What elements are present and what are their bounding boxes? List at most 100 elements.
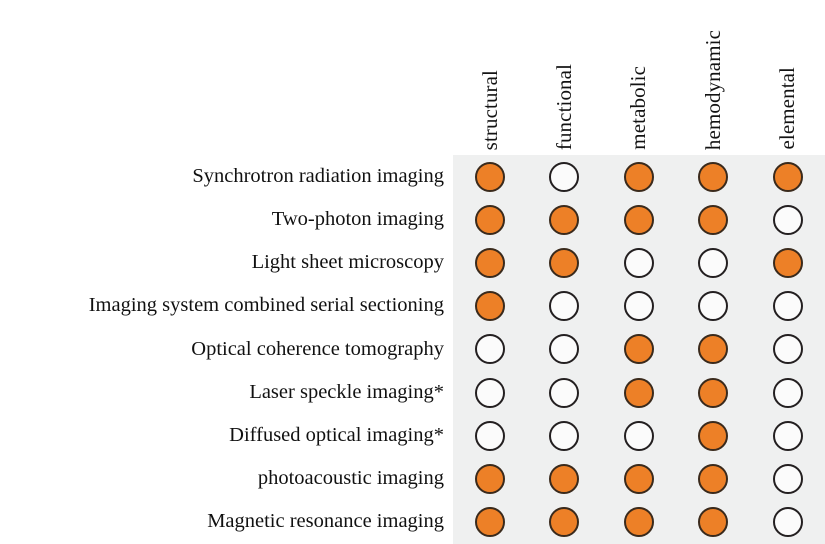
matrix-cell (676, 155, 750, 198)
empty-circle-icon (772, 420, 803, 451)
filled-circle-icon (698, 334, 729, 365)
matrix-cell (527, 241, 601, 284)
empty-circle-icon (623, 247, 654, 278)
empty-circle-icon (475, 420, 505, 451)
matrix-cell (453, 414, 527, 457)
filled-circle-icon (623, 377, 654, 408)
matrix-cell (602, 285, 676, 328)
matrix-cell (453, 198, 527, 241)
column-header-structural: structural (453, 0, 527, 150)
matrix-cell (602, 457, 676, 500)
empty-circle-icon (549, 161, 580, 192)
row-label: Synchrotron radiation imaging (192, 164, 444, 187)
empty-circle-icon (549, 291, 580, 322)
matrix-row (453, 457, 825, 500)
filled-circle-icon (623, 334, 654, 365)
column-header-hemodynamic: hemodynamic (676, 0, 750, 150)
matrix-cell (676, 198, 750, 241)
column-header-label: functional (551, 63, 576, 150)
matrix-cell (751, 155, 825, 198)
column-header-label: elemental (775, 67, 800, 150)
empty-circle-icon (698, 291, 729, 322)
matrix-cell (527, 371, 601, 414)
filled-circle-icon (549, 247, 580, 278)
matrix-cell (602, 414, 676, 457)
filled-circle-icon (623, 161, 654, 192)
empty-circle-icon (475, 377, 505, 408)
matrix-cell (453, 328, 527, 371)
filled-circle-icon (698, 161, 729, 192)
filled-circle-icon (475, 291, 505, 322)
matrix-cell (751, 285, 825, 328)
filled-circle-icon (623, 204, 654, 235)
matrix-row (453, 328, 825, 371)
filled-circle-icon (698, 377, 729, 408)
matrix-cell (751, 501, 825, 544)
empty-circle-icon (772, 377, 803, 408)
column-header-elemental: elemental (751, 0, 825, 150)
matrix-cell (453, 371, 527, 414)
row-label: Optical coherence tomography (191, 337, 444, 360)
column-header-label: structural (477, 69, 502, 150)
matrix-cell (602, 328, 676, 371)
matrix-cell (602, 198, 676, 241)
filled-circle-icon (549, 463, 580, 494)
matrix-cell (751, 328, 825, 371)
matrix-cell (751, 457, 825, 500)
matrix-cell (602, 501, 676, 544)
matrix-cell (676, 371, 750, 414)
column-header-label: metabolic (626, 66, 651, 150)
empty-circle-icon (772, 507, 803, 538)
empty-circle-icon (623, 291, 654, 322)
matrix-cell (751, 198, 825, 241)
filled-circle-icon (475, 204, 505, 235)
row-label: Magnetic resonance imaging (207, 510, 444, 533)
matrix-cell (453, 155, 527, 198)
empty-circle-icon (772, 463, 803, 494)
matrix-cell (453, 241, 527, 284)
matrix-cell (676, 241, 750, 284)
row-label: Imaging system combined serial sectionin… (88, 294, 444, 317)
matrix-cell (676, 414, 750, 457)
empty-circle-icon (549, 420, 580, 451)
matrix-row (453, 241, 825, 284)
filled-circle-icon (698, 420, 729, 451)
filled-circle-icon (475, 463, 505, 494)
empty-circle-icon (549, 377, 580, 408)
filled-circle-icon (475, 247, 505, 278)
row-label: Laser speckle imaging* (249, 380, 444, 403)
row-label: Two-photon imaging (271, 208, 444, 231)
matrix-cell (676, 457, 750, 500)
matrix-row (453, 414, 825, 457)
filled-circle-icon (772, 247, 803, 278)
matrix-cell (602, 155, 676, 198)
matrix-row (453, 285, 825, 328)
matrix-cell (676, 285, 750, 328)
circle-grid (453, 155, 825, 544)
empty-circle-icon (549, 334, 580, 365)
matrix-cell (676, 328, 750, 371)
matrix-cell (527, 501, 601, 544)
filled-circle-icon (475, 161, 505, 192)
empty-circle-icon (623, 420, 654, 451)
filled-circle-icon (475, 507, 505, 538)
matrix-cell (527, 457, 601, 500)
empty-circle-icon (475, 334, 505, 365)
matrix-cell (453, 285, 527, 328)
matrix-row (453, 155, 825, 198)
matrix-cell (527, 155, 601, 198)
filled-circle-icon (549, 204, 580, 235)
column-header-functional: functional (527, 0, 601, 150)
empty-circle-icon (772, 204, 803, 235)
matrix-row (453, 501, 825, 544)
matrix-cell (602, 371, 676, 414)
column-header-label: hemodynamic (700, 29, 725, 150)
matrix-cell (527, 198, 601, 241)
filled-circle-icon (623, 463, 654, 494)
row-label: Diffused optical imaging* (229, 424, 444, 447)
filled-circle-icon (698, 463, 729, 494)
matrix-cell (527, 285, 601, 328)
matrix-cell (676, 501, 750, 544)
